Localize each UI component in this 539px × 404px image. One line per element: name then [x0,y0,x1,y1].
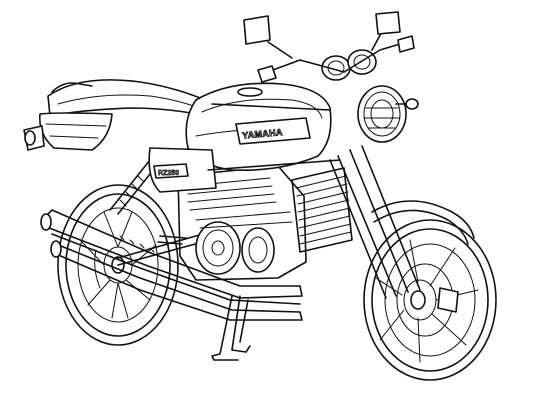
side-panel: RZ250 [148,147,217,193]
radiator [291,167,353,253]
front-wheel [363,219,497,381]
side-panel-model-text: RZ250 [158,170,179,177]
instruments [321,49,377,81]
handlebars [257,27,415,83]
right-mirror [375,11,401,35]
headlight [357,85,419,143]
left-mirror [243,15,271,45]
center-stand [211,295,251,361]
tank-badge [235,117,311,145]
frame [207,103,341,171]
exhaust [40,209,303,321]
front-fork [329,145,475,299]
footpeg [157,235,187,245]
engine [177,165,307,281]
tail-section [23,112,113,151]
seat [47,79,215,117]
tank-brand-text: YAMAHA [242,127,283,141]
